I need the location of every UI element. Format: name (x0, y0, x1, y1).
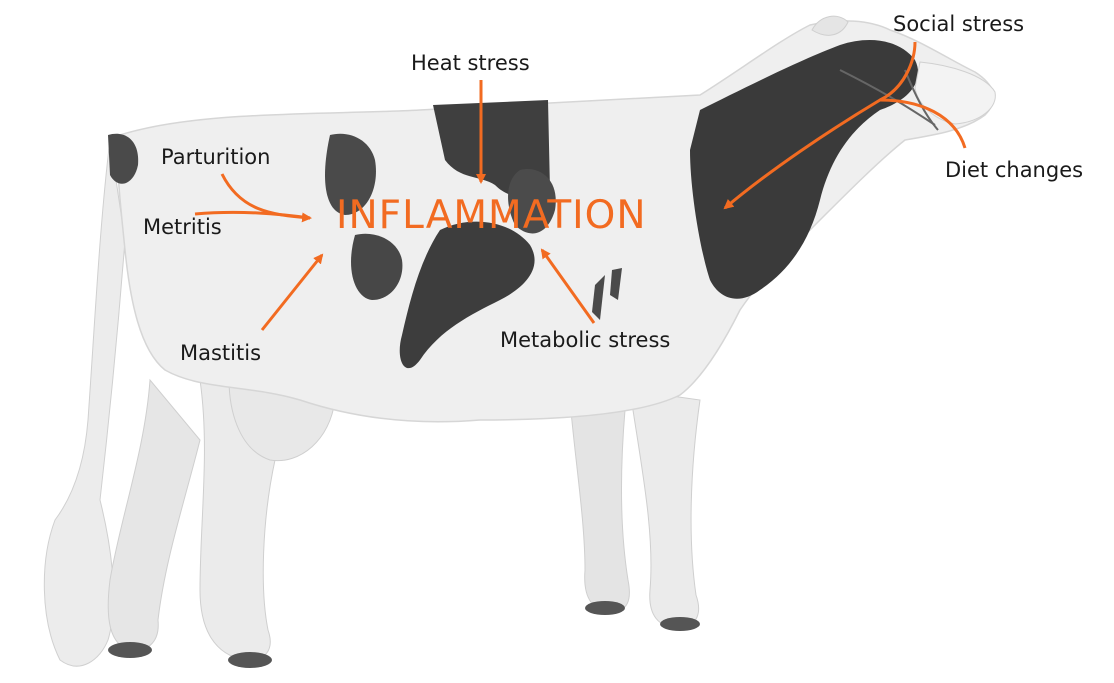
label-parturition: Parturition (161, 147, 270, 168)
inflammation-title: INFLAMMATION (336, 196, 647, 235)
label-metritis: Metritis (143, 217, 222, 238)
cow-front-leg-front (630, 390, 700, 628)
label-social-stress: Social stress (893, 14, 1024, 35)
label-mastitis: Mastitis (180, 343, 261, 364)
cow-hind-leg-back (108, 380, 200, 650)
cow-hoof (108, 642, 152, 658)
label-metabolic-stress: Metabolic stress (500, 330, 670, 351)
label-diet-changes: Diet changes (945, 160, 1083, 181)
cow-hoof (585, 601, 625, 615)
cow-front-leg-back (570, 400, 629, 612)
label-heat-stress: Heat stress (411, 53, 530, 74)
cow-hoof (660, 617, 700, 631)
cow-hoof (228, 652, 272, 668)
